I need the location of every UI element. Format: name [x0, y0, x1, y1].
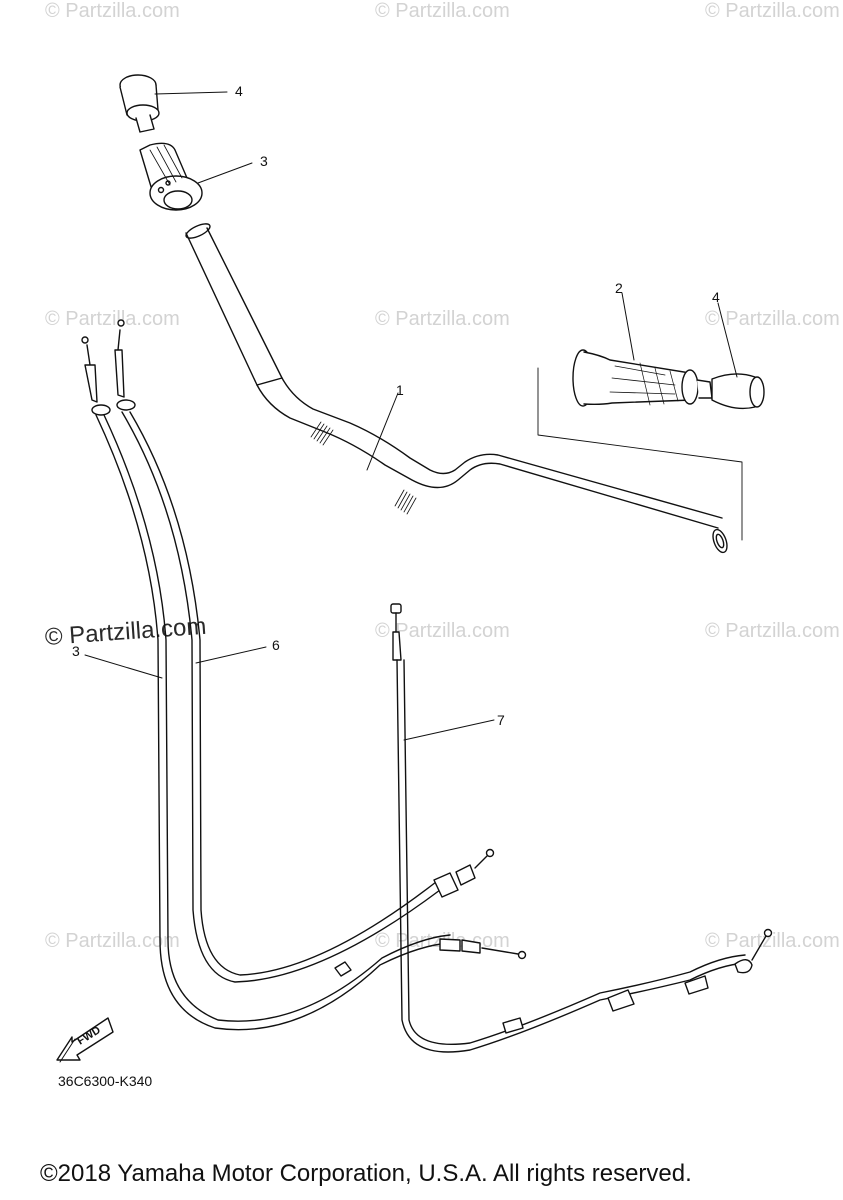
callout-6: 6	[272, 637, 280, 653]
copyright-notice: ©2018 Yamaha Motor Corporation, U.S.A. A…	[40, 1160, 692, 1187]
watermark: © Partzilla.com	[705, 930, 840, 952]
watermark: © Partzilla.com	[705, 620, 840, 642]
callout-4-right: 4	[712, 289, 720, 305]
watermark: © Partzilla.com	[705, 0, 840, 22]
throttle-cables	[81, 319, 527, 1031]
clutch-cable	[390, 603, 773, 1053]
watermark: © Partzilla.com	[375, 0, 510, 22]
fwd-arrow-icon	[56, 1017, 114, 1063]
callout-1: 1	[396, 382, 404, 398]
callout-4-upper: 4	[235, 83, 243, 99]
watermark: © Partzilla.com	[705, 308, 840, 330]
grip-right-inset	[537, 349, 765, 541]
leader-lines	[84, 91, 738, 741]
watermark: © Partzilla.com	[45, 308, 180, 330]
handlebar	[185, 223, 728, 554]
grip-end-upper	[119, 74, 160, 133]
diagram-code: 36C6300-K340	[58, 1073, 153, 1089]
throttle-grip-upper	[139, 142, 203, 211]
watermark: © Partzilla.com	[375, 308, 510, 330]
callout-3-left: 3	[72, 643, 80, 659]
callout-2: 2	[615, 280, 623, 296]
watermark: © Partzilla.com	[375, 620, 510, 642]
watermark: © Partzilla.com	[45, 930, 180, 952]
watermark: © Partzilla.com	[45, 0, 180, 22]
callout-3-upper: 3	[260, 153, 268, 169]
callout-7: 7	[497, 712, 505, 728]
